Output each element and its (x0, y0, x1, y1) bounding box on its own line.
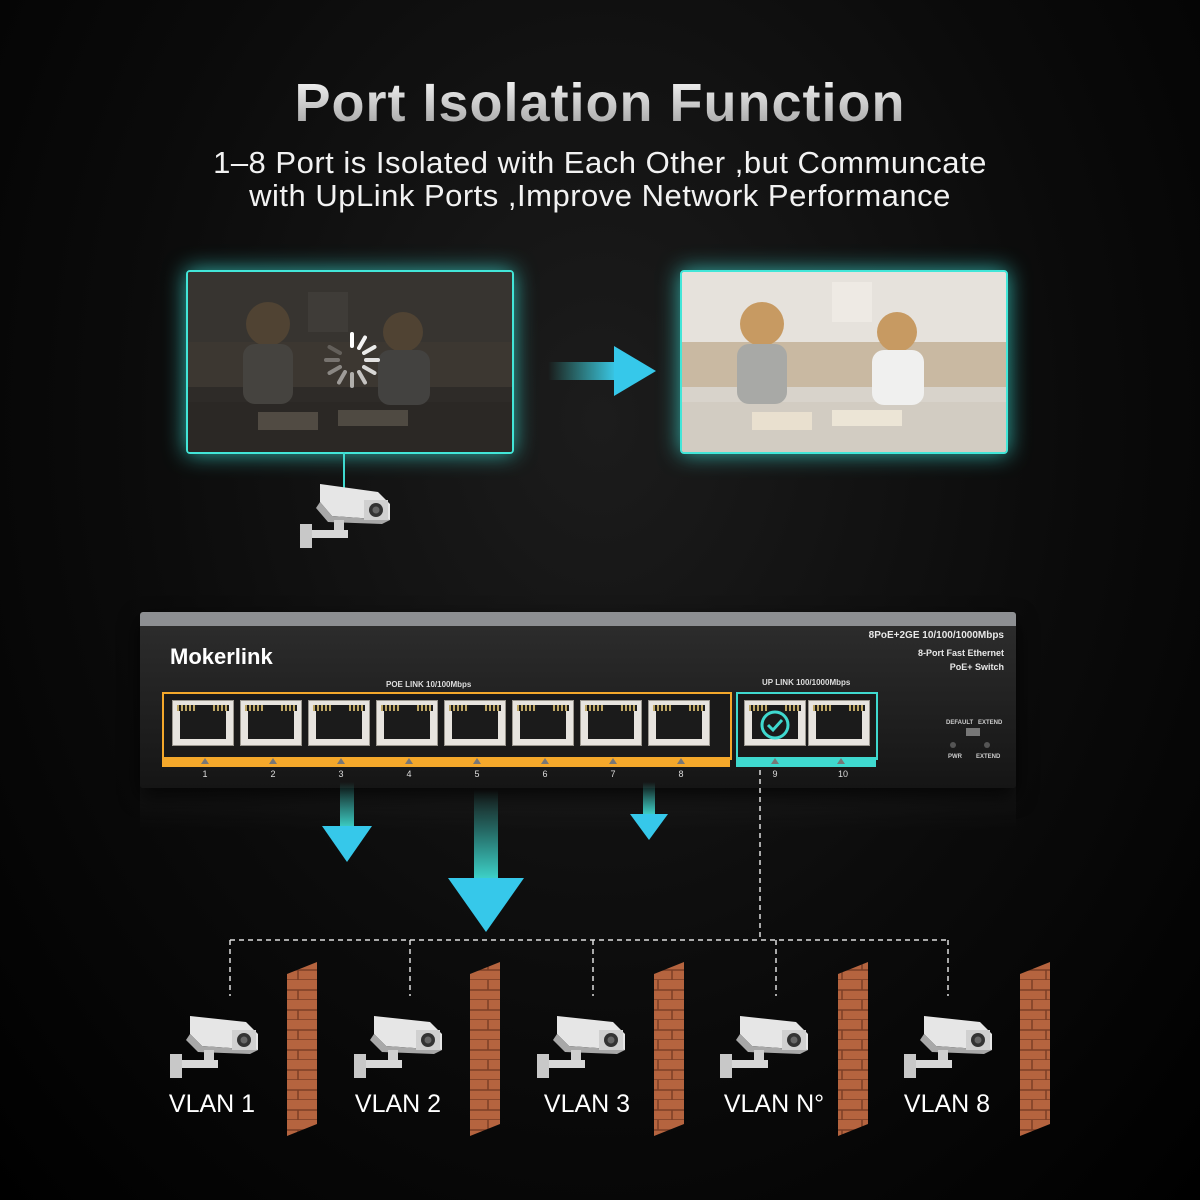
photo-buffering (186, 270, 514, 454)
photo-clear (680, 270, 1008, 454)
ethernet-port-7[interactable] (580, 700, 642, 746)
camera-connection-line (343, 452, 345, 490)
security-camera-icon (354, 1016, 442, 1078)
network-diagram (229, 770, 949, 996)
pwr-led-icon (950, 742, 956, 748)
security-camera-icon (904, 1016, 992, 1078)
right-arrow-icon (548, 346, 656, 396)
switch-reflection (140, 780, 1016, 830)
port-led-icon (201, 758, 209, 764)
children-photo-dim (188, 272, 512, 452)
page-title: Port Isolation Function (0, 72, 1200, 134)
down-arrow-icon (322, 782, 372, 862)
vlan-label-n: VLAN N° (723, 1090, 825, 1118)
security-camera-icon (300, 484, 390, 548)
ethernet-port-10[interactable] (808, 700, 870, 746)
port-led-icon (405, 758, 413, 764)
security-camera-icon (170, 1016, 258, 1078)
brick-wall-icon (838, 962, 868, 1136)
uplink-indicator-bar (736, 757, 876, 767)
pwr-label: PWR (948, 754, 962, 760)
brick-wall-icon (1020, 962, 1050, 1136)
ethernet-port-5[interactable] (444, 700, 506, 746)
extend-switch-label: EXTEND (978, 720, 1003, 726)
dashed-network-lines (229, 770, 949, 996)
port-number-7: 7 (610, 769, 616, 779)
brick-wall-icon (287, 962, 317, 1136)
port-number-5: 5 (474, 769, 480, 779)
poe-link-label: POE LINK 10/100Mbps (386, 680, 472, 689)
port-number-10: 10 (837, 769, 848, 779)
port-number-6: 6 (542, 769, 548, 779)
vlan-label-2: VLAN 2 (354, 1090, 442, 1118)
down-arrow-icon (448, 790, 524, 932)
brick-wall-icon (654, 962, 684, 1136)
extend-led-label: EXTEND (976, 754, 1001, 760)
vlan-label-8: VLAN 8 (903, 1090, 991, 1118)
children-photo-clear (682, 272, 1006, 452)
brand-logo: Mokerlink (170, 644, 273, 669)
ethernet-port-3[interactable] (308, 700, 370, 746)
vlan-cameras (170, 962, 1050, 1136)
security-camera-icon (537, 1016, 625, 1078)
uplink-label: UP LINK 100/1000Mbps (762, 678, 851, 687)
ethernet-port-4[interactable] (376, 700, 438, 746)
ethernet-port-9[interactable] (744, 700, 806, 746)
uplink-port-group (736, 692, 878, 760)
port-number-1: 1 (202, 769, 208, 779)
ethernet-port-8[interactable] (648, 700, 710, 746)
port-led-icon (771, 758, 779, 764)
mode-toggle[interactable] (966, 728, 980, 736)
vlan-label-3: VLAN 3 (543, 1090, 631, 1118)
security-camera-icon (720, 1016, 808, 1078)
poe-switch: Mokerlink 8PoE+2GE 10/100/1000Mbps 8-Por… (140, 612, 1016, 788)
default-label: DEFAULT (946, 720, 974, 726)
subtitle-line-2: with UpLink Ports ,Improve Network Perfo… (249, 178, 951, 213)
port-led-icon (609, 758, 617, 764)
port-number-8: 8 (678, 769, 684, 779)
port-led-icon (541, 758, 549, 764)
poe-port-group (162, 692, 732, 760)
loading-spinner-icon (324, 332, 380, 388)
poe-indicator-bar (162, 757, 730, 767)
port-led-icon (677, 758, 685, 764)
check-icon (760, 710, 790, 740)
port-led-icon (269, 758, 277, 764)
subtitle-line-1: 1–8 Port is Isolated with Each Other ,bu… (213, 145, 987, 180)
port-led-icon (337, 758, 345, 764)
ethernet-port-1[interactable] (172, 700, 234, 746)
port-led-icon (837, 758, 845, 764)
port-number-3: 3 (338, 769, 344, 779)
port-number-2: 2 (270, 769, 276, 779)
vlan-label-1: VLAN 1 (168, 1090, 256, 1118)
down-arrow-icon (630, 782, 668, 840)
subtitle: 1–8 Port is Isolated with Each Other ,bu… (0, 146, 1200, 212)
extend-led-icon (984, 742, 990, 748)
port-number-4: 4 (406, 769, 412, 779)
brick-wall-icon (470, 962, 500, 1136)
ethernet-port-6[interactable] (512, 700, 574, 746)
port-led-icon (473, 758, 481, 764)
desc-label-2: PoE+ Switch (949, 662, 1004, 672)
model-label: 8PoE+2GE 10/100/1000Mbps (868, 630, 1004, 641)
desc-label-1: 8-Port Fast Ethernet (917, 648, 1004, 658)
ethernet-port-2[interactable] (240, 700, 302, 746)
port-number-9: 9 (772, 769, 778, 779)
